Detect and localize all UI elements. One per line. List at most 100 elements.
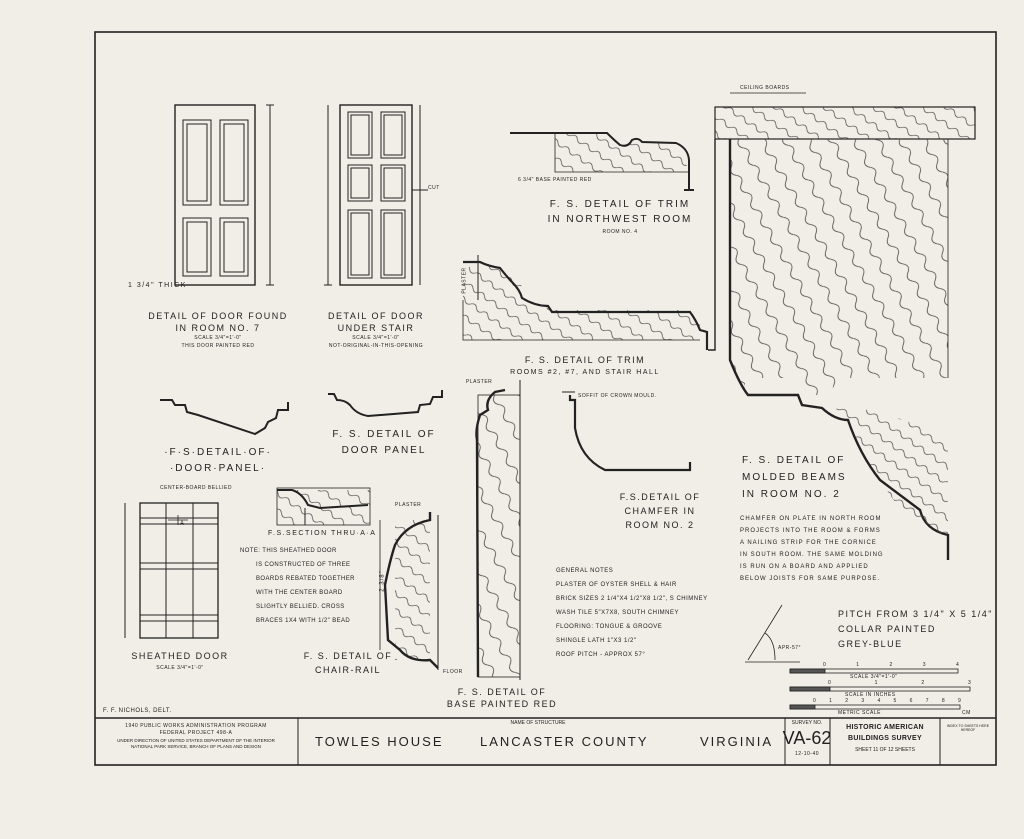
trim-nw-base-label: 6 3/4" Base painted red [518,177,592,183]
sheathed-door-title: Sheathed Door [131,651,229,661]
pitch-line-1: Pitch from 3 1/4" x 5 1/4" [838,609,993,619]
ceiling-boards-label: Ceiling boards [740,85,790,91]
base-plaster-label: Plaster [466,379,493,385]
scale-tick-label: 5 [893,698,897,704]
pitch-line-3: Grey-Blue [838,639,903,649]
door1-title-2: in Room No. 7 [175,323,261,333]
trim-rooms-title-2: Rooms #2, #7, and Stair Hall [510,369,660,376]
scale-tick-label: 2 [845,698,849,704]
scale-tick-label: 1 [874,680,878,686]
door1-title-1: Detail of Door Found [148,311,288,321]
door-panel-1-title-2: ·Door·Panel· [169,463,267,474]
door-panel-2-title-2: Door Panel [341,445,427,456]
scale-tick-label: 2 [921,680,925,686]
scale-tick-label: 9 [958,698,962,704]
sheathed-door-scale: Scale 3/4"=1'-0" [156,665,204,671]
program-line: Federal Project 498-A [159,730,233,736]
note-line: in south room. The same molding [740,552,884,558]
survey-number: VA-62 [782,728,832,748]
door-thickness-label: 1 3/4" thick [128,282,187,289]
scale-tick-label: 3 [922,662,927,668]
note-item: Brick sizes 2 1/4"x4 1/2"x8 1/2", S chim… [556,596,708,602]
pitch-line-2: Collar painted [838,624,936,634]
door1-scale: Scale 3/4"=1'-0" [194,335,242,341]
scale-tick-label: 1 [829,698,833,704]
chamfer-title-1: F.S.Detail of [619,492,701,502]
note-line: boards rebated together [256,576,355,582]
habs-line-2: Buildings Survey [848,735,922,742]
chair-rail-plaster-label: Plaster [395,502,422,508]
base-section [475,380,521,680]
note-line: Chamfer on plate in north room [740,516,882,522]
note-item: Shingle lath 1"x3 1/2" [556,638,637,644]
chair-rail-section [379,512,439,670]
trim-rooms-profile [462,255,709,350]
scale-tick-label: 6 [909,698,913,704]
note-item: Roof pitch - approx 57° [556,652,646,658]
chair-rail-title-1: F. S. Detail of [303,651,393,661]
sheet-number: Sheet 11 of 12 Sheets [855,747,915,753]
note-item: Wash tile 5"x7x8, South chimney [556,610,679,616]
program-line: Under direction of United States Departm… [117,738,275,743]
note-line: slightly bellied. Cross [256,604,345,610]
base-title-1: F. S. Detail of [457,687,547,697]
scale-unit: CM [962,710,971,716]
trim-rooms-plaster-label: Plaster [461,267,468,294]
note-line: a nailing strip for the cornice [740,540,877,546]
door-panel-1-title-1: ·F·S·Detail·of· [164,447,272,458]
scale-tick-label: 7 [925,698,930,704]
chair-rail-title-2: Chair-Rail [314,665,382,675]
scale-tick-label: 3 [968,680,972,686]
scale-tick-label: 2 [889,662,893,668]
roof-pitch-angle [745,604,800,663]
note-line: is run on a board and applied [740,564,869,570]
scale-tick-label: 4 [956,662,960,668]
floor-label: Floor [443,669,463,675]
beams-note: Chamfer on plate in north room projects … [740,516,884,588]
note-item: Flooring: tongue & groove [556,624,663,630]
program-line: National Park Service, Branch of Plans a… [130,744,262,749]
door2-scale: Scale 3/4"=1'-0" [352,335,400,341]
note-line: below joists for same purpose. [740,576,881,582]
index-note: Index to sheets here hereof [946,724,990,733]
note-line: with the center board [256,590,343,596]
door1-note: This door painted red [181,343,255,349]
chamfer-title-2: Chamfer in [624,506,696,516]
door2-title-2: Under Stair [337,323,415,333]
scale-bar-2-label: Scale in inches [845,692,896,698]
scale-tick-label: 0 [828,680,832,686]
survey-number-label: Survey No. [791,720,823,726]
angle-label: Apr-57° [778,645,802,651]
section-thru-a-a [276,487,371,526]
trim-rooms-title-1: F. S. Detail of Trim [524,355,646,365]
sheathed-door-note: Note: This sheathed door is constructed … [240,548,355,632]
scale-bar-1-label: Scale 3/4"=1'-0" [850,674,898,680]
molded-beam-section [708,92,976,560]
sheathed-door-elevation [124,502,219,639]
general-notes: General Notes Plaster of oyster shell & … [556,568,708,666]
door2-note: Not-original-in-this-opening [328,343,424,349]
note-line: Note: This sheathed door [240,548,337,554]
scale-tick-label: 3 [861,698,865,704]
note-item: Plaster of oyster shell & hair [556,582,677,588]
section-title: F.S.Section Thru·A·A [268,530,377,537]
state-name: Virginia [700,734,774,749]
door-panel-profile-2 [328,390,443,418]
trim-nw-title-2: in Northwest Room [547,214,693,225]
chamfer-profile [568,395,692,472]
section-mark-a: A [180,521,186,527]
door-panel-2-title-1: F. S. Detail of [332,429,436,440]
scale-tick-label: 0 [823,662,827,668]
structure-name: Towles House [315,734,444,749]
note-line: braces 1x4 with 1/2" bead [256,618,351,624]
program-line: 1940 Public Works Administration Program [125,723,267,729]
door2-cut-label: Cut [428,185,440,191]
habs-line-1: Historic American [846,724,924,731]
scale-tick-label: 1 [856,662,860,668]
beams-title-2: Molded Beams [742,472,847,483]
name-of-structure-label: Name of Structure [510,720,566,726]
scale-tick-label: 4 [877,698,881,704]
trim-nw-title-1: F. S. Detail of Trim [549,199,691,210]
scale-bars [789,668,971,710]
general-notes-title: General Notes [556,568,614,574]
